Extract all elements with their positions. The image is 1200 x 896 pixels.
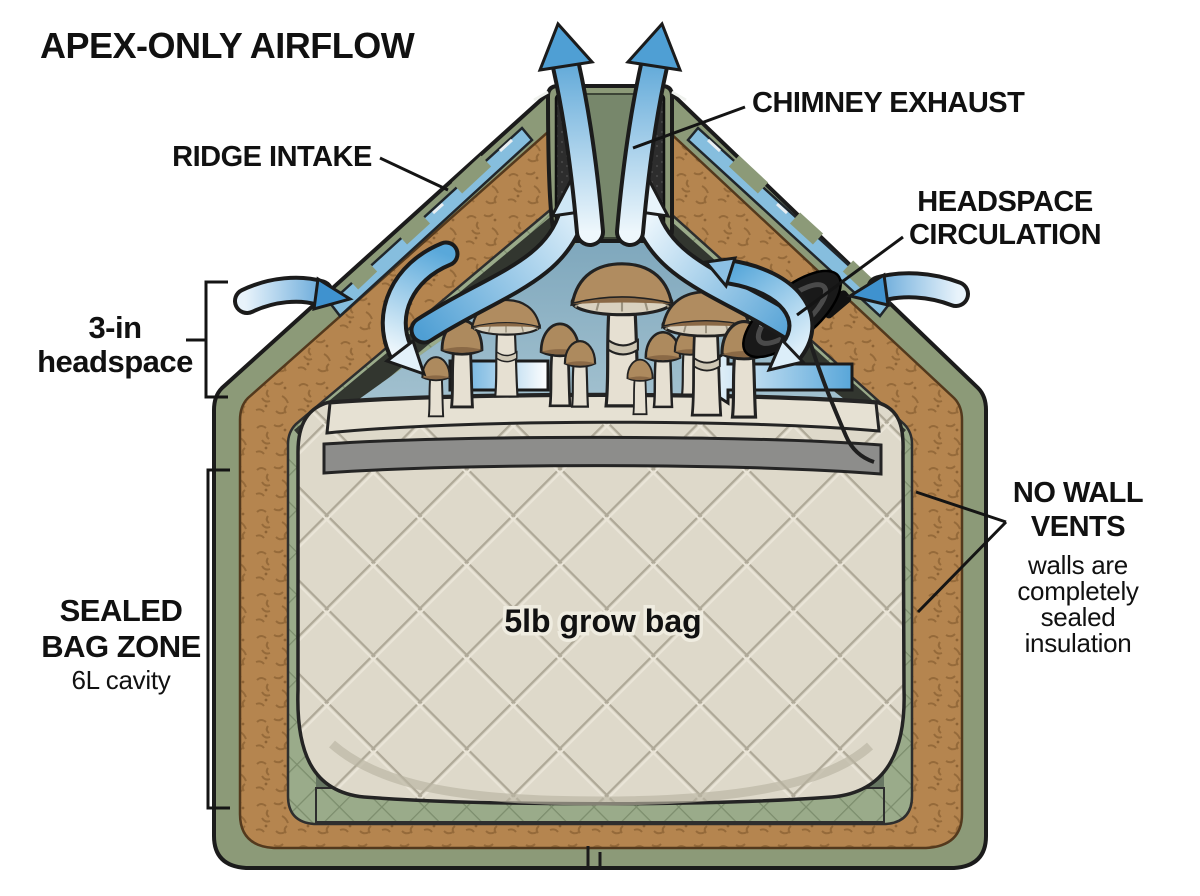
ridge-intake-slots — [328, 126, 892, 318]
label-no-wall-vents-1: NO WALL — [1013, 477, 1143, 509]
leader-headspace-circulation — [796, 235, 904, 317]
label-headspace-measure-1: 3-in — [88, 310, 141, 345]
label-no-wall-vents-3: walls are — [1027, 550, 1128, 580]
leader-ridge-intake — [379, 156, 449, 192]
arrow-circ-left-head — [383, 338, 427, 377]
diagram-title: APEX-ONLY AIRFLOW — [40, 25, 415, 66]
grow-bag — [296, 392, 906, 806]
arrow-sweep-left — [413, 203, 583, 341]
label-headspace-measure-2: headspace — [37, 344, 193, 379]
label-headspace-circulation-2: CIRCULATION — [909, 219, 1101, 251]
arrow-circ-left — [384, 244, 456, 360]
leader-chimney-exhaust — [632, 105, 746, 150]
ridge-slot-right-glint — [706, 138, 789, 215]
ridge-slot-left-covers — [347, 155, 492, 290]
label-no-wall-vents-4: completely — [1017, 576, 1139, 606]
label-no-wall-vents-5: sealed — [1041, 602, 1116, 632]
base-seam — [586, 846, 602, 868]
label-chimney-exhaust: CHIMNEY EXHAUST — [752, 87, 1025, 119]
arrow-external-right-head — [846, 272, 890, 307]
label-sealed-bag-zone-2: BAG ZONE — [41, 629, 201, 664]
label-sealed-bag-zone-3: 6L cavity — [72, 665, 171, 695]
arrow-external-left-head — [312, 276, 354, 312]
arrow-circ-fan — [720, 262, 811, 360]
ridge-slot-left-glint — [431, 138, 514, 215]
grow-bag-bottom-shadow — [329, 740, 874, 806]
arrow-circ-fan-head-top — [703, 256, 738, 290]
ridge-slot-right-covers — [728, 155, 873, 290]
arrow-external-right — [870, 275, 966, 304]
arrow-circ-fan-head-bottom — [766, 337, 806, 373]
leader-no-wall-vents — [915, 490, 1008, 614]
arrow-exit-left — [555, 55, 601, 243]
label-headspace-circulation-1: HEADSPACE — [917, 186, 1093, 218]
label-sealed-bag-zone-1: SEALED — [60, 593, 183, 628]
arrow-exit-left-head — [537, 21, 595, 72]
label-no-wall-vents-2: VENTS — [1031, 511, 1125, 543]
fan-wire — [808, 341, 875, 464]
label-no-wall-vents-6: insulation — [1025, 628, 1132, 658]
label-grow-bag: 5lb grow bag — [504, 603, 701, 639]
leader-lines — [186, 105, 1008, 810]
bracket-sealed-zone — [206, 468, 230, 810]
grow-bag-band — [322, 435, 883, 476]
chimney-glints — [533, 90, 687, 102]
arrow-external-left — [237, 279, 330, 311]
bracket-headspace — [186, 280, 228, 399]
airflow-arrows — [233, 21, 970, 377]
arrow-sweep-right — [635, 203, 807, 341]
arrow-exit-right — [619, 55, 665, 243]
arrow-exit-right-head — [625, 21, 683, 72]
label-ridge-intake: RIDGE INTAKE — [172, 141, 372, 173]
